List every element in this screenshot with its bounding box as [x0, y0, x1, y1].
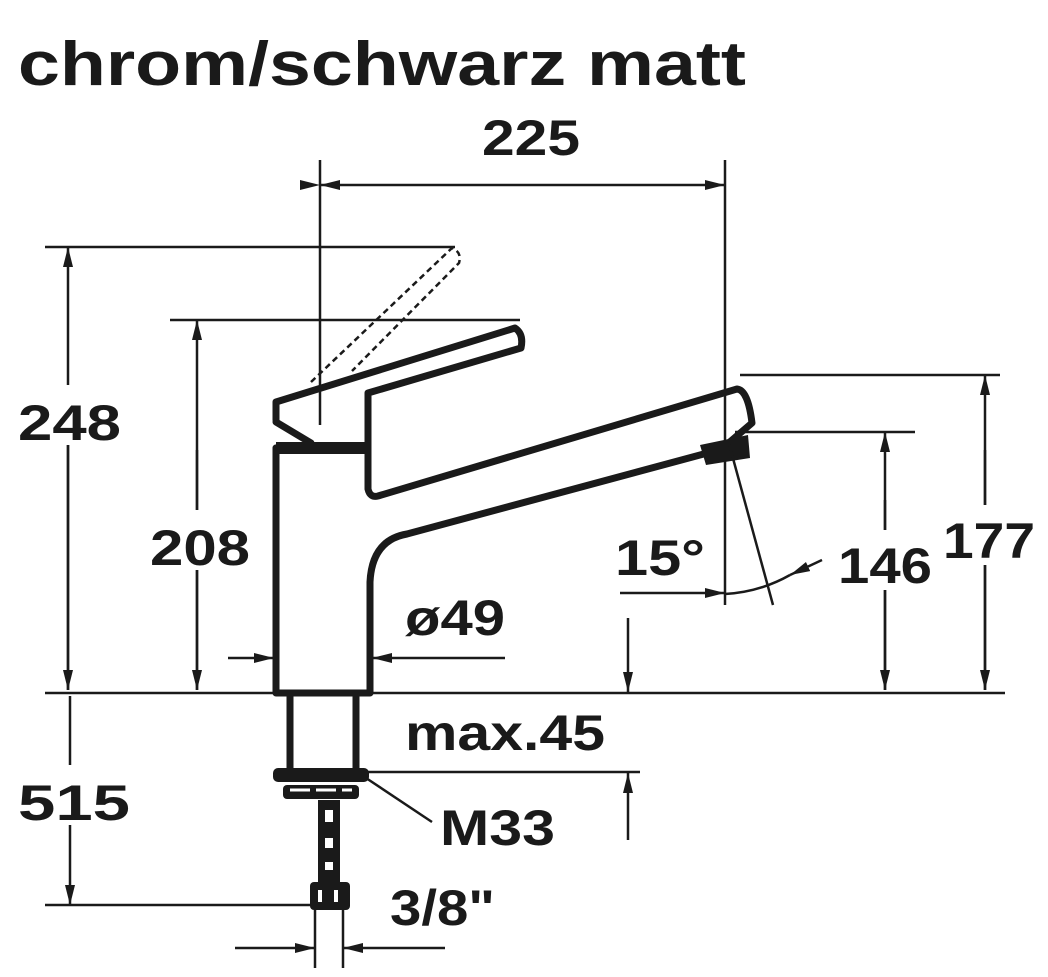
- dimension-max-counter-thickness: max.45: [365, 618, 640, 840]
- label-146: 146: [838, 538, 932, 594]
- dimension-total-height: 248: [15, 245, 455, 690]
- dimension-outlet-height: 146: [735, 430, 935, 690]
- dimension-body-diameter: ø49: [228, 590, 505, 663]
- dimension-spout-reach: 225: [300, 110, 727, 605]
- faucet-body: [272, 246, 756, 910]
- dimension-spout-angle: 15°: [615, 439, 823, 606]
- label-diameter-49: ø49: [405, 590, 505, 646]
- dimension-connection: 3/8": [235, 880, 495, 968]
- label-208: 208: [150, 520, 250, 576]
- label-max-45: max.45: [405, 705, 605, 761]
- dimension-spout-height: 177: [740, 373, 1040, 690]
- label-177: 177: [943, 513, 1035, 569]
- label-225: 225: [482, 110, 580, 166]
- dimension-lever-height: 208: [148, 318, 520, 690]
- label-15-degrees: 15°: [615, 530, 705, 586]
- label-m33: M33: [440, 800, 555, 856]
- drawing-title: chrom/schwarz matt: [18, 30, 746, 99]
- label-515: 515: [18, 775, 130, 831]
- dimension-thread: M33: [365, 776, 555, 856]
- dimension-hose-length: 515: [15, 696, 318, 907]
- label-248: 248: [18, 395, 121, 451]
- label-3-8-inch: 3/8": [390, 880, 495, 936]
